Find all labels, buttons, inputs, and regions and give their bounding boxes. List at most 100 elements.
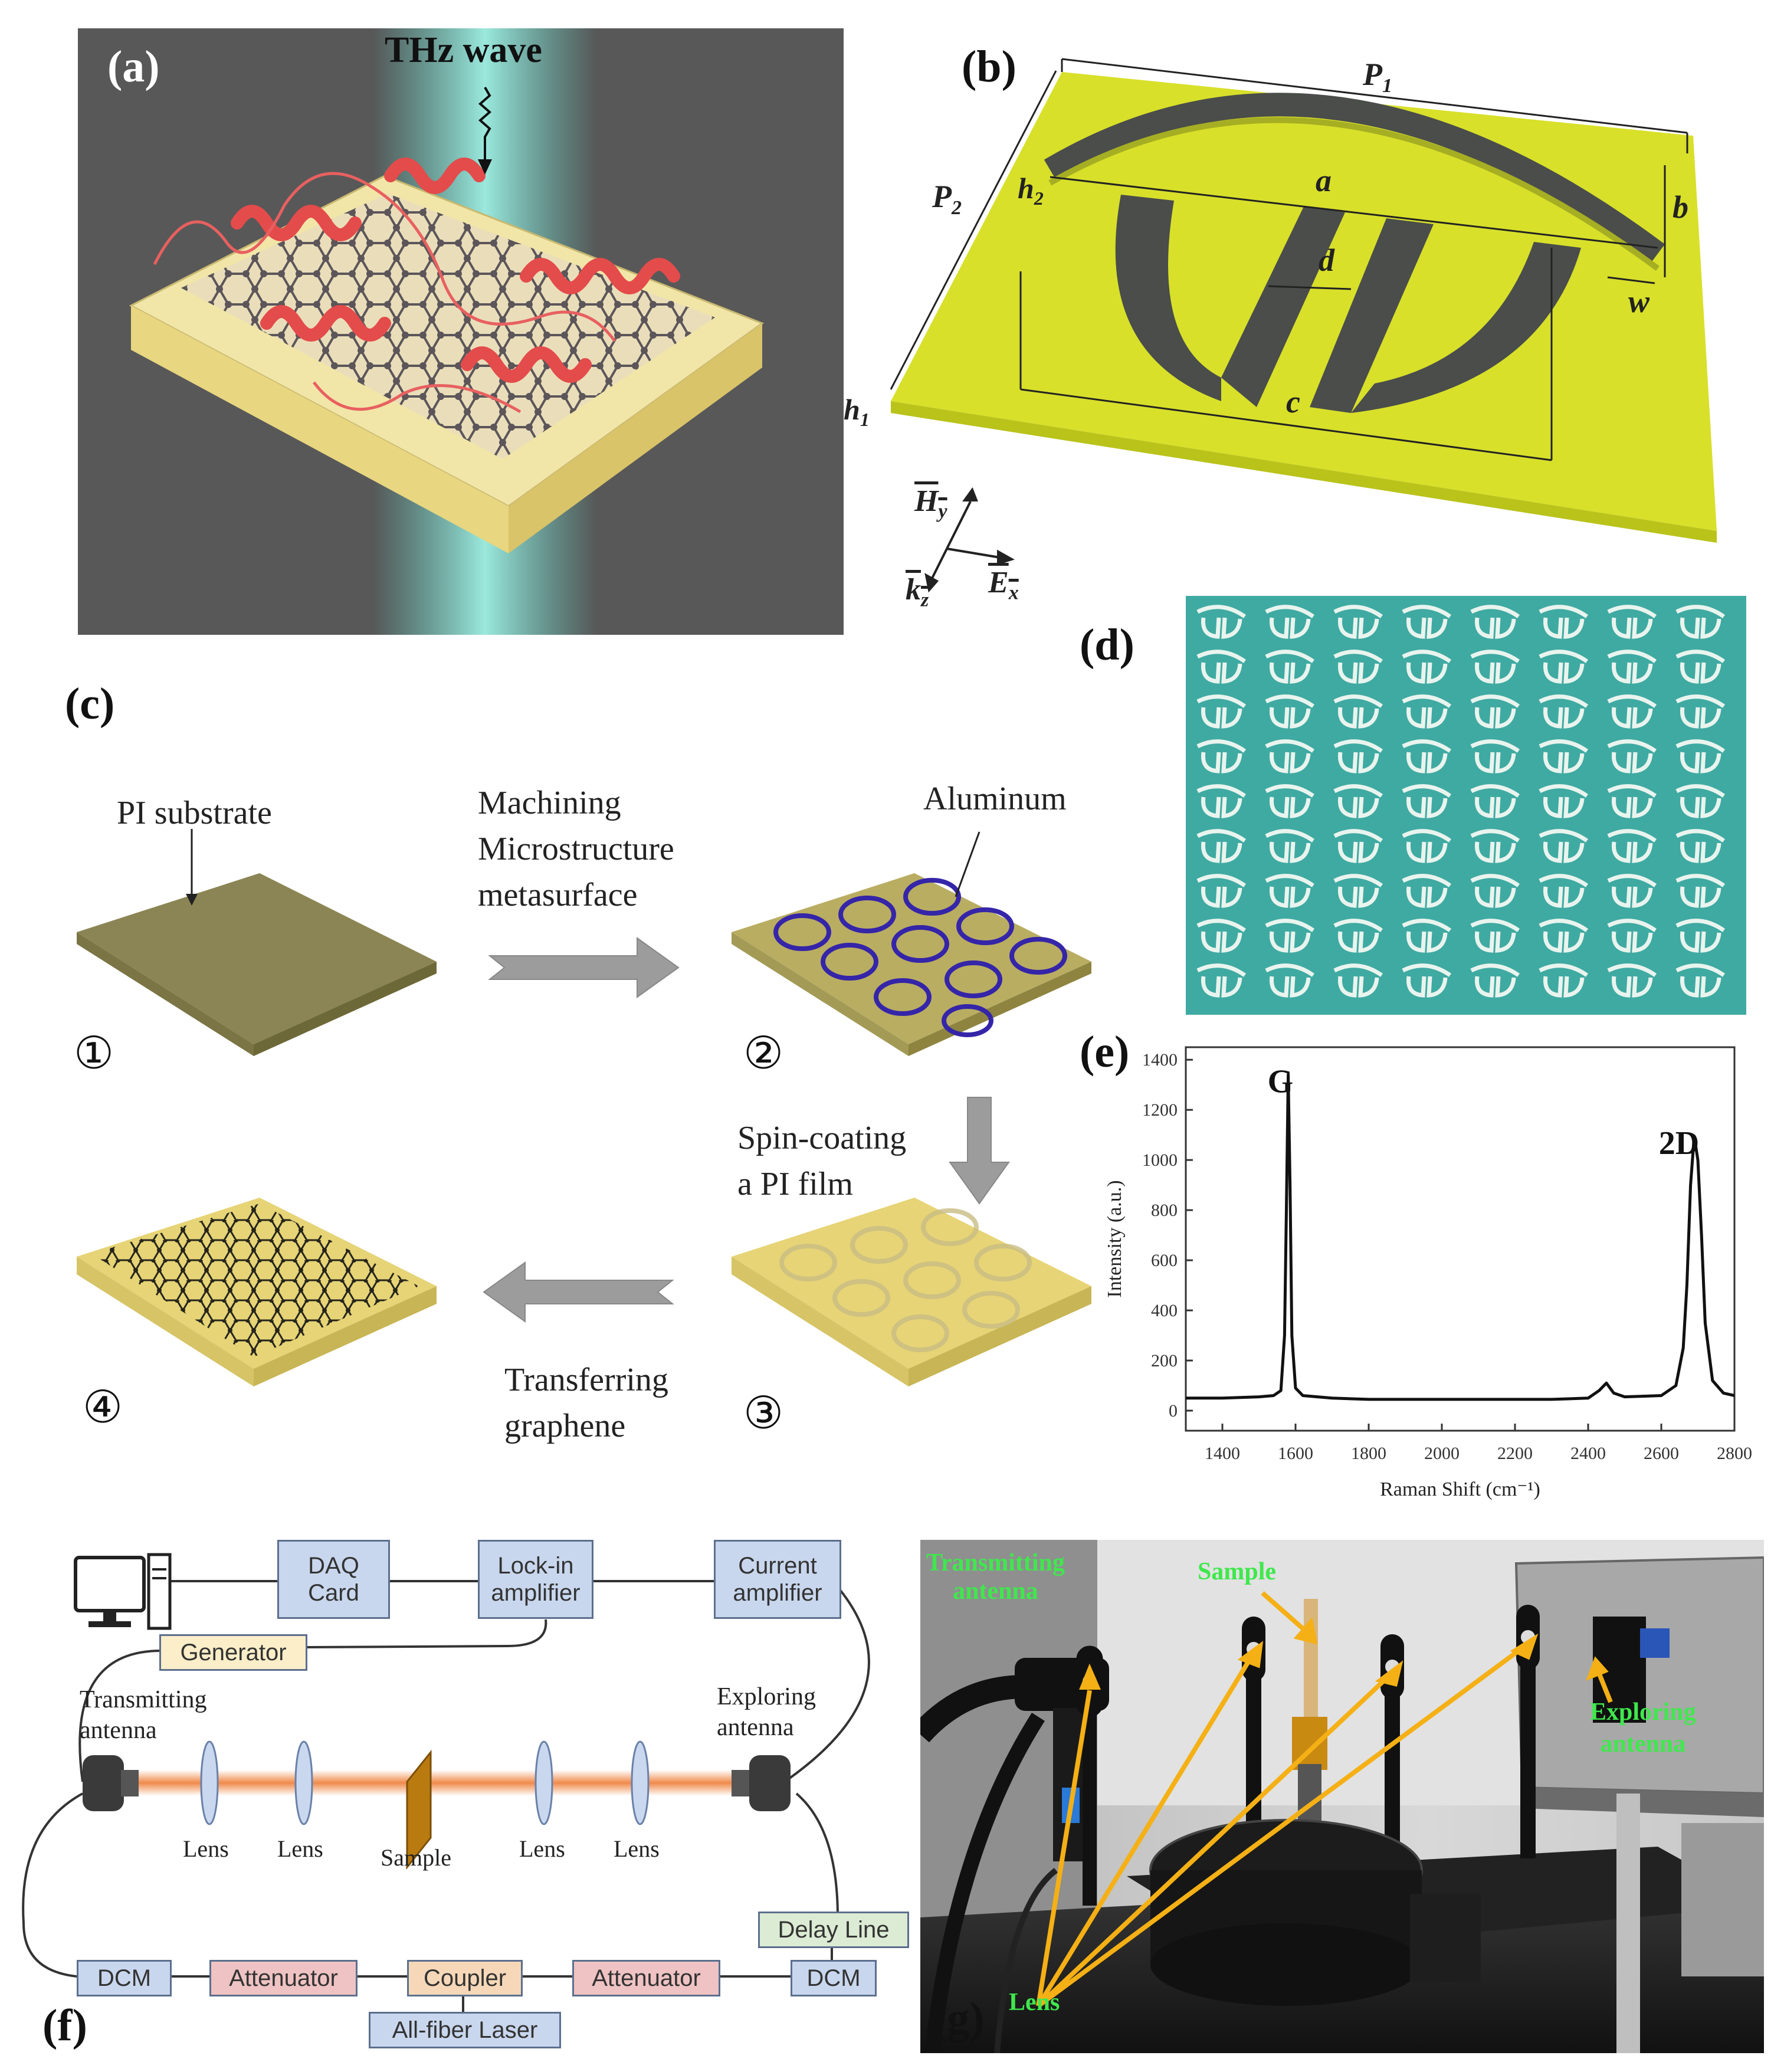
lens-3 <box>534 1740 553 1825</box>
aluminum-pointer <box>955 831 980 897</box>
metasurface-cell <box>1333 829 1383 863</box>
thz-wave-label: THz wave <box>385 30 542 70</box>
raman-spectrum-line <box>1186 1073 1735 1401</box>
metasurface-cell <box>1607 650 1657 684</box>
substrate-front <box>131 306 509 553</box>
metasurface-cell <box>1539 919 1589 953</box>
metasurface-cell <box>1196 784 1247 818</box>
step-number-2: ② <box>743 1027 784 1079</box>
attenuator-left-box: Attenuator <box>209 1960 358 1996</box>
metasurface-cell <box>1470 963 1520 998</box>
metasurface-cell <box>1539 605 1589 639</box>
metasurface-cell <box>1470 874 1520 908</box>
x-tick-label: 2200 <box>1497 1444 1533 1463</box>
metasurface-cell <box>1675 963 1726 998</box>
metasurface-cell <box>1196 919 1247 953</box>
metasurface-cell <box>1333 784 1383 818</box>
sample-plate <box>406 1749 432 1870</box>
metasurface-cells <box>1196 605 1726 998</box>
sample-label: Sample <box>381 1844 451 1871</box>
axis-triad <box>924 487 1015 593</box>
metasurface-cell <box>1265 963 1315 998</box>
x-tick-label: 2800 <box>1717 1444 1752 1463</box>
arrow-step1-to-2 <box>488 937 680 998</box>
step3-pi-film <box>732 1198 1091 1386</box>
metasurface-cell <box>1675 650 1726 684</box>
panel-d: (d) <box>1080 596 1746 1021</box>
metasurface-cell <box>1470 919 1520 953</box>
panel-label-e: (e) <box>1080 1027 1130 1077</box>
metasurface-cell <box>1196 829 1247 863</box>
y-axis-label: Intensity (a.u.) <box>1104 1180 1126 1297</box>
dim-b: b <box>1673 189 1688 225</box>
panel-a-illustration <box>78 28 844 635</box>
metasurface-cell <box>1333 919 1383 953</box>
y-tick-label: 400 <box>1151 1301 1178 1320</box>
panel-c: (c) <box>65 678 1127 1493</box>
peak-label: G <box>1268 1064 1294 1100</box>
metasurface-cell <box>1402 874 1452 908</box>
metasurface-cell <box>1196 874 1247 908</box>
laser-box: All-fiber Laser <box>369 2012 561 2048</box>
step2-metasurface <box>732 873 1091 1056</box>
step-number-1: ① <box>74 1027 114 1079</box>
dim-d: d <box>1319 242 1334 278</box>
panel-label-d: (d) <box>1080 620 1134 670</box>
y-tick-label: 600 <box>1151 1251 1178 1270</box>
metasurface-cell <box>1607 874 1657 908</box>
lens-label-2: Lens <box>277 1835 323 1862</box>
graphene-lattice <box>181 194 715 459</box>
attenuator-right-box: Attenuator <box>572 1960 720 1996</box>
x-axis-label: Raman Shift (cm⁻¹) <box>1380 1478 1540 1500</box>
step4-graphene-device <box>77 1198 437 1386</box>
metasurface-cell <box>1470 784 1520 818</box>
metasurface-cell <box>1675 874 1726 908</box>
metasurface-cell <box>1265 739 1315 773</box>
x-tick-label: 2000 <box>1424 1444 1460 1463</box>
metasurface-cell <box>1402 605 1452 639</box>
panel-c-process-flow <box>77 829 1091 1386</box>
metasurface-cell <box>1196 739 1247 773</box>
computer-icon <box>74 1553 172 1630</box>
setup-photo <box>920 1540 1764 2053</box>
dim-h2: h2 <box>1018 172 1044 209</box>
substrate-side <box>509 323 762 553</box>
dim-a: a <box>1316 163 1332 198</box>
panel-label-b: (b) <box>962 42 1016 91</box>
arc-resonator <box>1044 93 1665 264</box>
step1-caption: Machining Microstructure metasurface <box>478 785 674 913</box>
y-tick-label: 1400 <box>1142 1050 1178 1070</box>
lens-photo-label: Lens <box>1009 1989 1060 2016</box>
transmitting-antenna-icon <box>83 1755 139 1811</box>
metasurface-cell <box>1402 963 1452 998</box>
generator-box: Generator <box>159 1634 307 1671</box>
metasurface-cell <box>1470 605 1520 639</box>
right-v-resonator <box>1310 218 1434 413</box>
dimension-lines <box>890 58 1688 461</box>
left-v-resonator <box>1115 195 1221 401</box>
step1-substrate <box>77 873 437 1056</box>
step2-caption: Spin-coating a PI film <box>737 1120 907 1202</box>
panel-b-unit-cell <box>890 58 1717 593</box>
metasurface-cell <box>1675 694 1726 729</box>
metasurface-cell <box>1607 605 1657 639</box>
panel-b: (b) P1 P2 h2 h1 a b d w c Hy kz Ex <box>844 24 1784 625</box>
lens-label-4: Lens <box>614 1835 660 1862</box>
arrow-step2-to-3 <box>949 1097 1010 1205</box>
metasurface-cell <box>1607 694 1657 729</box>
panel-f-setup-schematic <box>22 1553 870 2012</box>
metasurface-cell <box>1607 784 1657 818</box>
metasurface-cell <box>1333 694 1383 729</box>
exploring-antenna-icon <box>732 1755 791 1811</box>
